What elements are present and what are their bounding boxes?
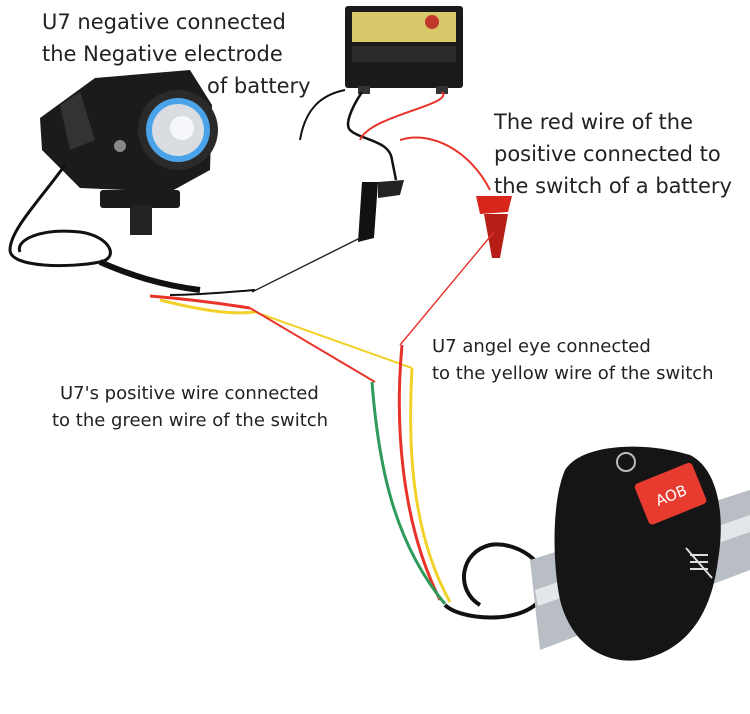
headlight-mount: [100, 190, 180, 208]
annotation-red-wire-line2: positive connected to: [494, 142, 721, 166]
annotation-u7-negative-line2: the Negative electrode: [42, 42, 283, 66]
battery-positive-terminal: [436, 86, 448, 94]
black-lead-to-harness: [251, 237, 361, 293]
battery-label-panel: [352, 12, 456, 42]
battery-black-lead: [346, 91, 398, 181]
switch-coil: [443, 542, 548, 620]
switch-power-icon: [616, 452, 636, 472]
handlebar-switch: AOB: [554, 446, 721, 661]
annotation-positive-green-line1: U7's positive wire connected: [60, 383, 319, 404]
switch-yellow-wire: [409, 367, 452, 603]
u7-headlight: [40, 70, 218, 235]
lens-highlight: [170, 116, 194, 140]
annotation-positive-green: U7's positive wire connected to the gree…: [52, 380, 328, 434]
harness-black: [169, 289, 256, 296]
yellow-wire: [254, 311, 413, 369]
annotation-angel-eye-line1: U7 angel eye connected: [432, 336, 651, 357]
battery-negative-terminal: [358, 86, 370, 94]
black-alligator-clip: [358, 180, 404, 242]
harness-yellow: [159, 298, 256, 315]
switch-green-wire: [370, 381, 447, 605]
fog-icon-slash: [685, 547, 713, 579]
battery-front-band: [352, 46, 456, 62]
battery: [345, 6, 463, 94]
annotation-red-wire-line1: The red wire of the: [494, 110, 693, 134]
annotation-u7-negative-line3: of battery: [207, 74, 311, 98]
annotation-u7-negative-line1: U7 negative connected: [42, 10, 286, 34]
switch-aob-button[interactable]: AOB: [634, 462, 708, 526]
battery-red-lead-a: [359, 91, 445, 141]
headlight-coil: [8, 164, 112, 268]
battery-top-wire: [299, 89, 346, 141]
black-clip-handle: [378, 180, 404, 198]
annotation-red-wire: The red wire of the positive connected t…: [494, 106, 732, 202]
annotation-angel-eye: U7 angel eye connected to the yellow wir…: [432, 333, 714, 387]
switch-red-wire: [397, 344, 442, 601]
annotation-red-wire-line3: the switch of a battery: [494, 174, 732, 198]
aob-button-face[interactable]: [634, 462, 708, 526]
fog-light-off-icon: [685, 547, 713, 579]
headlight-button: [114, 140, 126, 152]
red-clip-jaw: [484, 214, 508, 258]
battery-red-lead-b: [399, 136, 491, 191]
red-clip-handle: [476, 196, 512, 214]
black-clip-body: [358, 182, 378, 242]
annotation-positive-green-line2: to the green wire of the switch: [52, 410, 329, 431]
harness-sleeve: [98, 259, 201, 293]
headlight-mount-post: [130, 205, 152, 235]
harness-red: [149, 294, 251, 310]
red-lead-to-switch: [399, 231, 495, 346]
annotation-angel-eye-line2: to the yellow wire of the switch: [432, 363, 714, 384]
battery-logo: [425, 15, 439, 29]
red-alligator-clip: [476, 196, 512, 258]
annotation-u7-negative: U7 negative connected the Negative elect…: [42, 6, 311, 102]
headlight-fins: [60, 92, 95, 150]
red-wire: [249, 307, 376, 383]
